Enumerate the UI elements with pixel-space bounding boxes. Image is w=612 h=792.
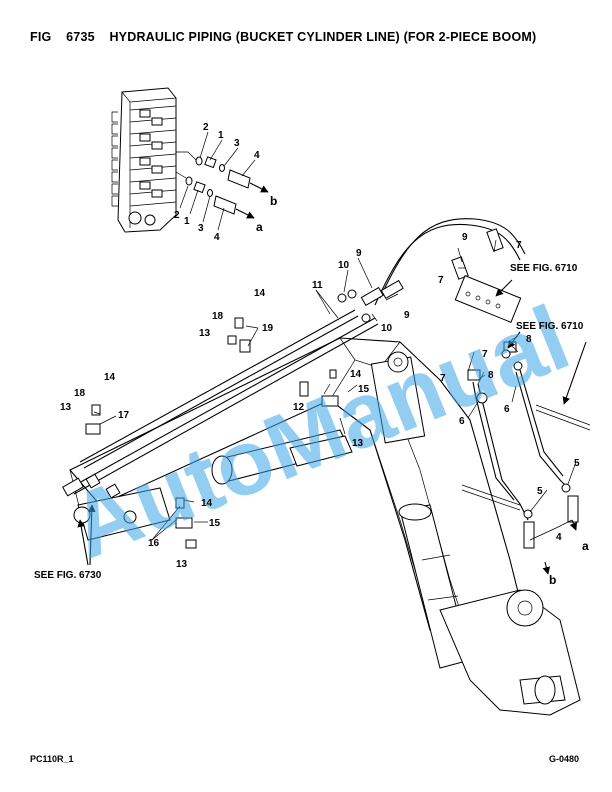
callout-18: 18	[74, 388, 86, 399]
callout-13: 13	[60, 402, 72, 413]
boom-drawing	[69, 337, 581, 716]
model-code: PC110R_1	[30, 754, 74, 764]
callout-13: 13	[352, 438, 364, 449]
callout-11: 11	[312, 280, 323, 291]
valve-fittings	[175, 131, 269, 231]
callout-4: 4	[556, 532, 562, 543]
fig-title-text: HYDRAULIC PIPING (BUCKET CYLINDER LINE) …	[109, 30, 537, 44]
callout-6: 6	[504, 404, 510, 415]
line-marker-a: a	[256, 220, 263, 234]
callout-5: 5	[574, 458, 580, 469]
fig-number: 6735	[66, 30, 95, 44]
fig-label: FIG	[30, 30, 52, 44]
control-valve-drawing	[111, 87, 177, 233]
callout-19: 19	[262, 323, 274, 334]
see-fig-6710-ref: SEE FIG. 6710	[516, 321, 584, 332]
callout-17: 17	[118, 410, 130, 421]
callout-12: 12	[293, 402, 305, 413]
callout-9: 9	[404, 310, 410, 321]
callout-1: 1	[218, 130, 224, 141]
callout-3: 3	[198, 223, 204, 234]
line-marker-b: b	[270, 194, 277, 208]
callout-7: 7	[440, 373, 446, 384]
callout-7: 7	[438, 275, 444, 286]
callout-18: 18	[212, 311, 224, 322]
callout-14: 14	[254, 288, 266, 299]
page-code: G-0480	[549, 754, 580, 764]
callout-6: 6	[459, 416, 465, 427]
callout-14: 14	[201, 498, 213, 509]
callout-13: 13	[199, 328, 211, 339]
figure-title: FIG 6735 HYDRAULIC PIPING (BUCKET CYLIND…	[30, 30, 536, 44]
callout-2: 2	[174, 210, 180, 221]
callout-7: 7	[516, 240, 522, 251]
callout-1: 1	[184, 216, 190, 227]
callout-16: 16	[148, 538, 160, 549]
see-fig-6710-ref: SEE FIG. 6710	[510, 263, 578, 274]
watermark-text: AutoManual	[56, 287, 582, 579]
callout-9: 9	[356, 248, 362, 259]
callout-9: 9	[462, 232, 468, 243]
callout-4: 4	[254, 150, 260, 161]
callout-14: 14	[104, 372, 116, 383]
leader-lines	[93, 239, 577, 541]
callout-8: 8	[526, 334, 532, 345]
callout-13: 13	[176, 559, 188, 570]
callout-8: 8	[488, 370, 494, 381]
callout-10: 10	[338, 260, 350, 271]
callout-15: 15	[209, 518, 221, 529]
callout-10: 10	[381, 323, 393, 334]
callout-7: 7	[482, 349, 488, 360]
line-marker-a: a	[582, 539, 589, 553]
callout-2: 2	[203, 122, 209, 133]
clamp-assemblies	[85, 317, 339, 549]
line-marker-b: b	[549, 573, 556, 587]
callout-3: 3	[234, 138, 240, 149]
see-fig-6730-ref: SEE FIG. 6730	[34, 570, 102, 581]
callout-5: 5	[537, 486, 543, 497]
callout-14: 14	[350, 369, 362, 380]
callout-15: 15	[358, 384, 370, 395]
callout-4: 4	[214, 232, 220, 243]
bucket-lines	[454, 275, 591, 575]
